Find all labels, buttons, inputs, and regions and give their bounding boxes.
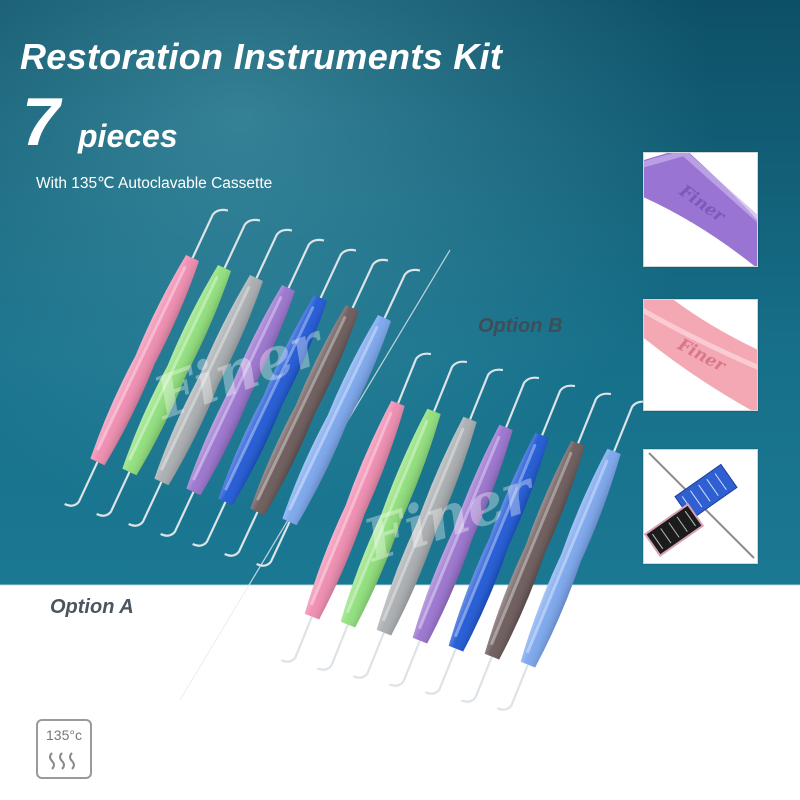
set-b-instrument-6 (460, 392, 612, 703)
set-b-instrument-7 (496, 400, 648, 711)
instrument-set-b (280, 352, 648, 711)
option-b-label: Option B (478, 315, 563, 337)
autoclave-badge: 135°c (36, 719, 92, 779)
set-a-instrument-7 (256, 268, 421, 567)
set-a-instrument-6 (224, 258, 389, 557)
instrument-set-a (64, 208, 421, 567)
steam-icon (49, 752, 75, 770)
set-a-instrument-1 (64, 208, 229, 507)
set-b-instrument-2 (316, 360, 468, 671)
set-a-instrument-4 (160, 238, 325, 537)
thumbnail-purple-handle: Finer (643, 152, 758, 267)
page-title: Restoration Instruments Kit (20, 36, 503, 77)
thumbnail-pink-handle: Finer (643, 299, 758, 411)
set-b-instrument-5 (424, 384, 576, 695)
set-b-instrument-4 (388, 376, 540, 687)
piece-count-unit: pieces (78, 118, 178, 154)
option-a-label: Option A (50, 596, 134, 618)
set-a-instrument-3 (128, 228, 293, 527)
set-a-instrument-2 (96, 218, 261, 517)
set-a-instrument-5 (192, 248, 357, 547)
set-b-instrument-3 (352, 368, 504, 679)
set-b-instrument-1 (280, 352, 432, 663)
piece-count-number: 7 (22, 84, 60, 160)
page-subtitle: With 135℃ Autoclavable Cassette (36, 175, 273, 192)
thumbnail-cassette (643, 449, 758, 564)
autoclave-temperature: 135°c (46, 727, 82, 743)
